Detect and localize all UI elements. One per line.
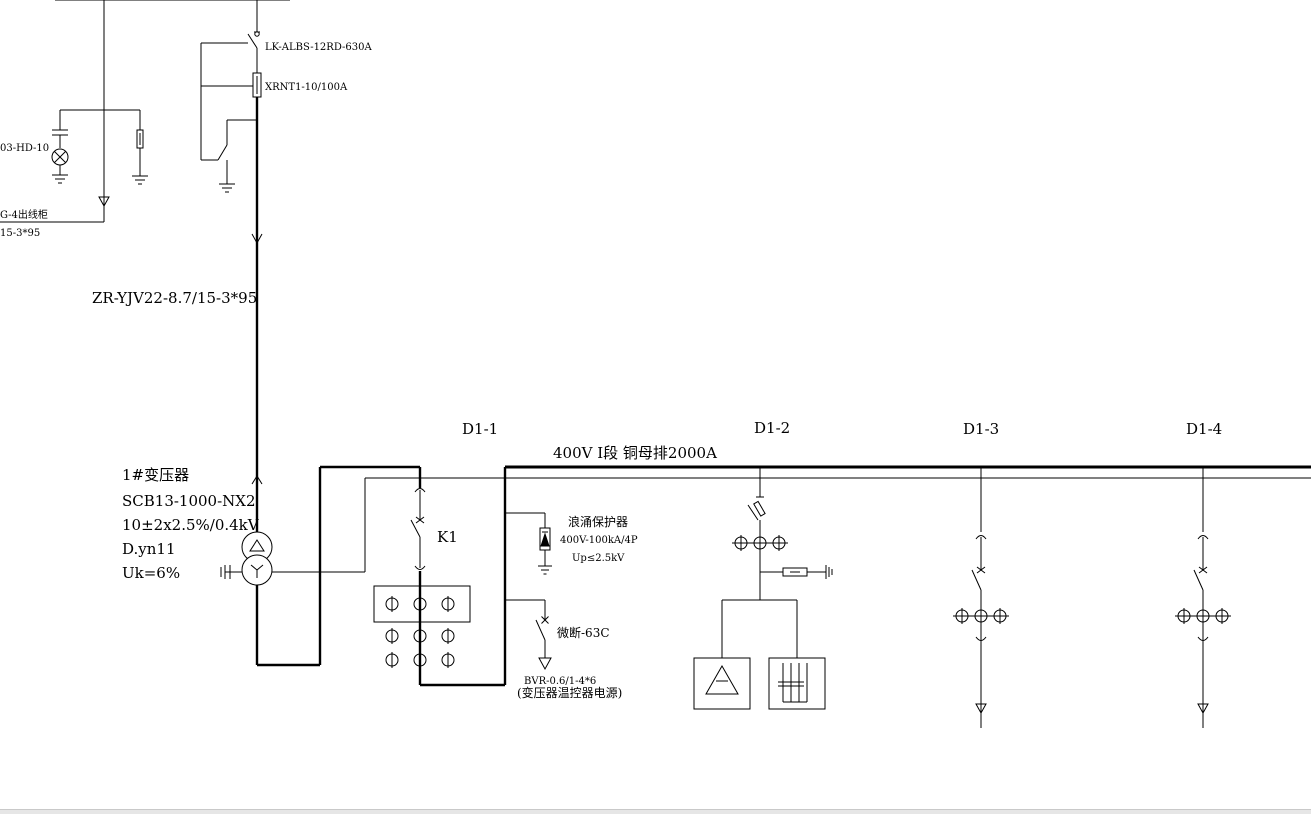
load-switch-fuse-section: LK-ALBS-12RD-630A XRNT1-10/100A ZR-YJV22… [92, 0, 372, 540]
mcb-section: 微断-63C BVR-0.6/1-4*6 (变压器温控器电源) [505, 599, 622, 700]
cable-arrow-icon [538, 657, 552, 671]
cable-arrow-icon [251, 233, 263, 245]
capacitor-bank-icon [778, 663, 808, 703]
panel-d1-3-section: D1-3 [953, 420, 1009, 728]
cable-arrow-icon [98, 196, 110, 208]
panel-d1-1-label: D1-1 [462, 420, 498, 438]
breaker-k1-icon [410, 519, 421, 538]
transformer-uk-label: Uk=6% [122, 564, 180, 582]
transformer-group-label: D.yn11 [122, 540, 175, 558]
left-cabinet-label: G-4出线柜 [0, 208, 48, 221]
current-transformer-icons [385, 596, 455, 668]
delta-capacitor-icon [705, 664, 739, 695]
horizontal-scrollbar[interactable] [0, 809, 1311, 814]
left-cable-label: 15-3*95 [0, 228, 40, 239]
isolating-contact-icon [1197, 636, 1209, 641]
mcb-label: 微断-63C [557, 625, 610, 640]
temp-cable-note: (变压器温控器电源) [517, 685, 622, 700]
isolating-contact-icon [414, 488, 426, 493]
hv-incoming-section: 03-HD-10 G-4出线柜 15-3*95 [0, 0, 290, 239]
panel-d1-4-section: D1-4 [1175, 420, 1231, 728]
mcb-switch-icon [535, 619, 546, 641]
spd-rating-label: 400V-100kA/4P [560, 535, 638, 546]
incomer-d1-1-section: D1-1 K1 [373, 420, 507, 687]
feeder-breaker-icon [971, 569, 982, 591]
isolating-contact-icon [975, 636, 987, 641]
left-device-label: 03-HD-10 [0, 143, 49, 154]
reactor-box [693, 657, 751, 710]
ct-box [373, 585, 471, 623]
isolating-contact-icon [975, 535, 987, 540]
cable-arrow-icon [1197, 703, 1209, 715]
spd-section: 浪涌保护器 400V-100kA/4P Up≤2.5kV [505, 512, 638, 575]
capacitor-box [768, 657, 826, 710]
fuse-model-label: XRNT1-10/100A [265, 82, 348, 93]
panel-d1-4-label: D1-4 [1186, 420, 1222, 438]
current-transformer-icons [953, 608, 1009, 624]
cable-arrow-icon [975, 703, 987, 715]
disconnector-icon [747, 504, 759, 521]
fuse-switch-icon [753, 500, 766, 517]
feeder-breaker-icon [1193, 569, 1204, 591]
isolating-contact-icon [1197, 535, 1209, 540]
switch-model-label: LK-ALBS-12RD-630A [265, 42, 372, 53]
cable-arrow-icon [251, 475, 263, 485]
transformer-section: 1#变压器 SCB13-1000-NX2 10±2x2.5%/0.4kV D.y… [122, 465, 1311, 667]
spd-up-label: Up≤2.5kV [572, 553, 625, 564]
transformer-model-label: SCB13-1000-NX2 [122, 492, 256, 510]
delta-icon [249, 539, 265, 552]
load-switch-icon [247, 33, 258, 49]
panel-d1-2-label: D1-2 [754, 419, 790, 437]
spd-name-label: 浪涌保护器 [568, 514, 628, 529]
panel-d1-3-label: D1-3 [963, 420, 999, 438]
breaker-k1-label: K1 [437, 528, 458, 546]
temp-cable-label: BVR-0.6/1-4*6 [524, 676, 596, 687]
hv-cable-label: ZR-YJV22-8.7/15-3*95 [92, 289, 257, 307]
transformer-name-label: 1#变压器 [122, 466, 189, 484]
busbar-label: 400V I段 铜母排2000A [553, 444, 717, 462]
earthing-switch-icon [217, 144, 228, 161]
isolating-contact-icon [414, 565, 426, 570]
transformer-ratio-label: 10±2x2.5%/0.4kV [122, 516, 260, 534]
current-transformer-icons [732, 535, 788, 551]
panel-d1-2-section: D1-2 [693, 419, 833, 710]
current-transformer-icons [1175, 608, 1231, 624]
